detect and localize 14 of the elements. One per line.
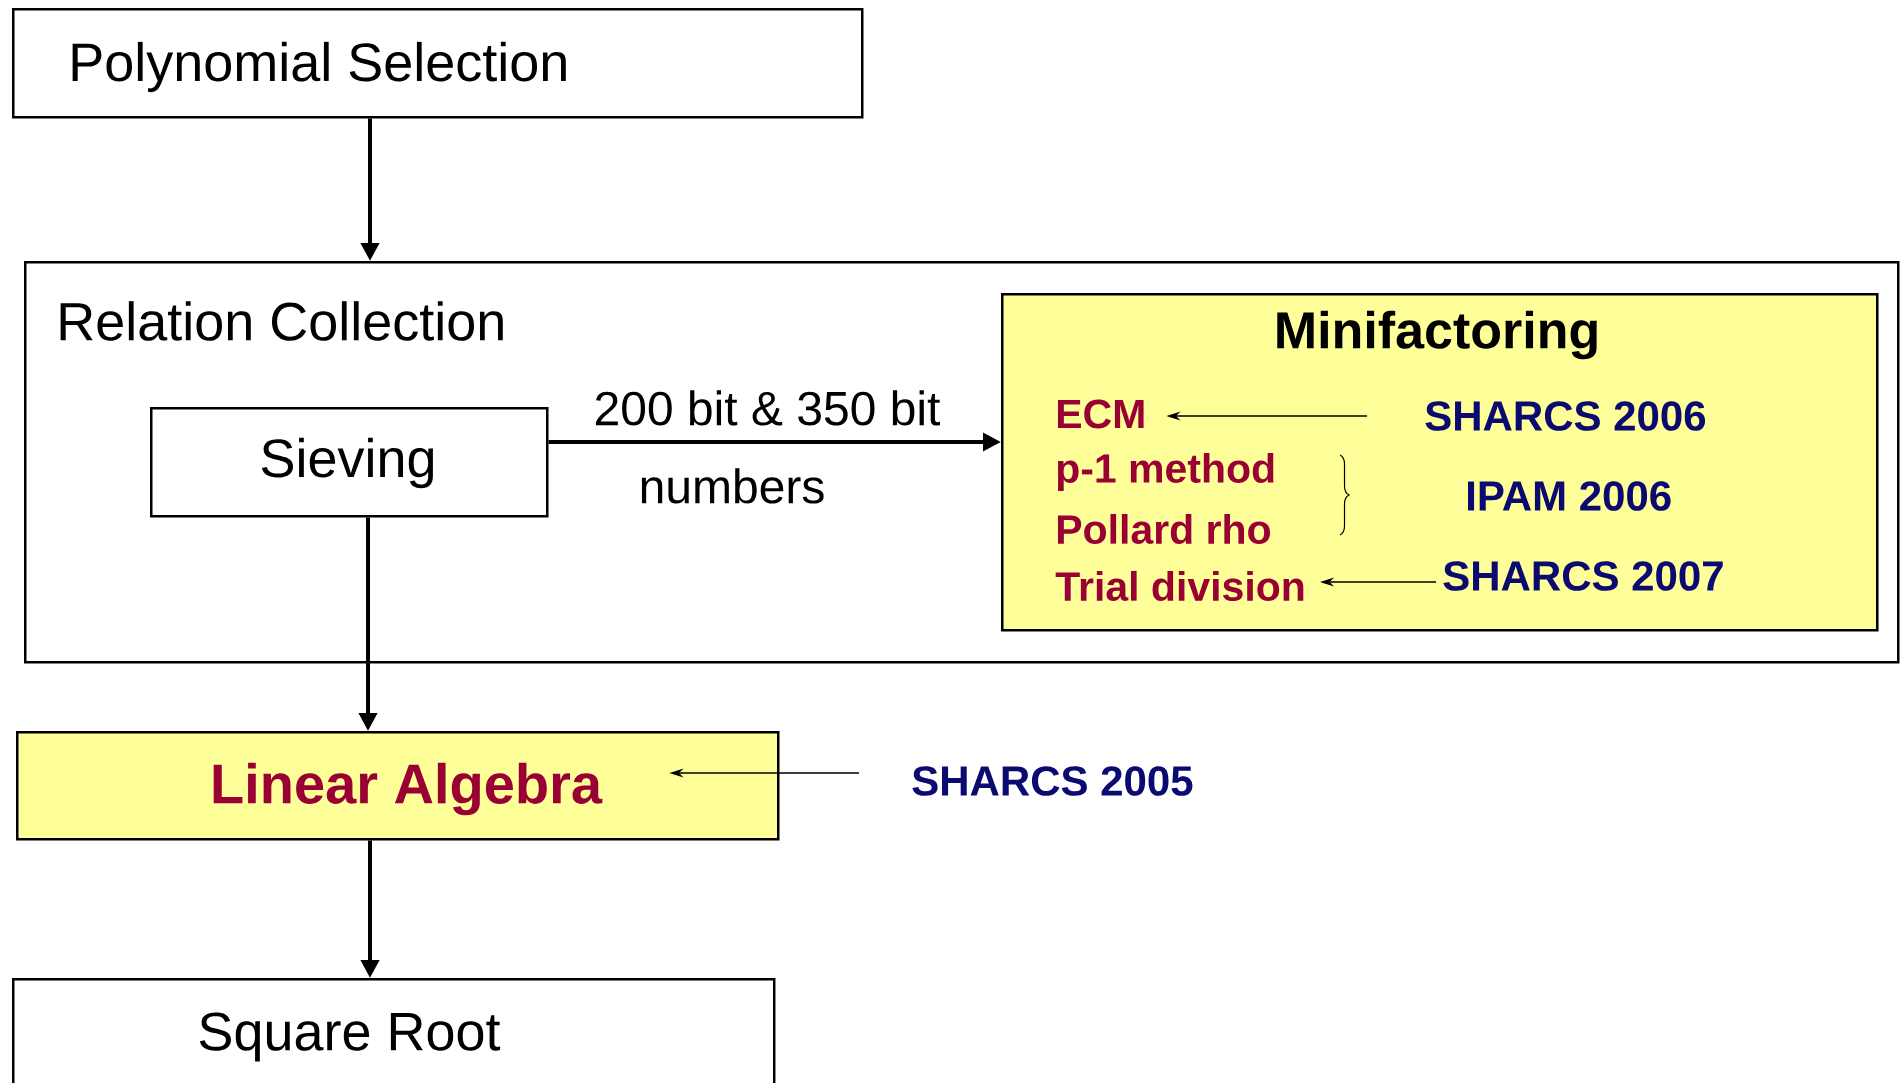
process-box: Sieving xyxy=(150,407,549,518)
reference-label: SHARCS 2005 xyxy=(912,766,1193,796)
edge-label: 200 bit & 350 bit xyxy=(595,390,941,426)
method-label: Trial division xyxy=(1055,570,1304,602)
reference-label: IPAM 2006 xyxy=(1468,481,1671,511)
method-label: ECM xyxy=(1057,399,1144,429)
process-box: Polynomial Selection xyxy=(12,8,864,119)
highlight-box: Linear Algebra xyxy=(16,731,780,841)
process-box: Square Root xyxy=(12,978,776,1083)
reference-label: SHARCS 2006 xyxy=(1425,401,1706,431)
method-label: Pollard rho xyxy=(1057,513,1270,545)
caption-text: numbers xyxy=(641,468,824,504)
method-label: p-1 method xyxy=(1057,452,1274,492)
reference-label: SHARCS 2007 xyxy=(1443,561,1723,591)
